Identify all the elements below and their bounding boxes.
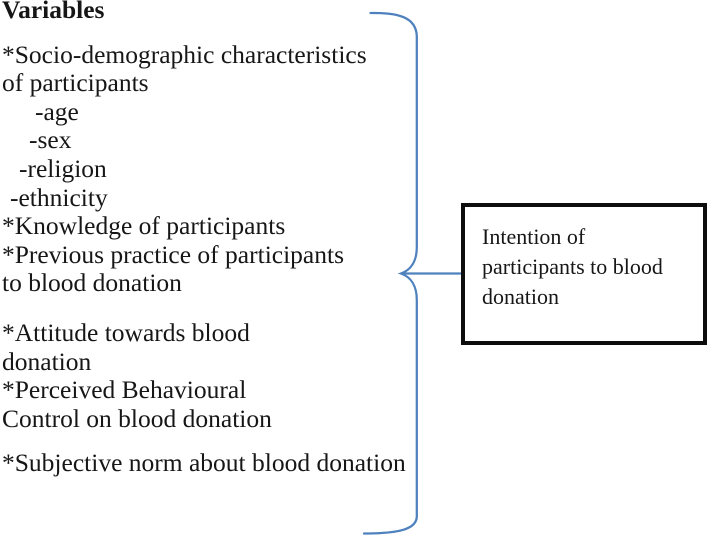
variable-line: *Socio-demographic characteristics	[2, 39, 367, 69]
variable-line: *Attitude towards blood	[2, 317, 250, 347]
variables-group-attitude: *Attitude towards blood donation *Percei…	[2, 317, 448, 433]
outcome-box: Intention of participants to blood donat…	[461, 203, 707, 345]
variable-line: donation	[2, 346, 92, 376]
outcome-box-text: Intention of participants to blood donat…	[482, 224, 663, 309]
variables-panel: Variables *Socio-demographic characteris…	[2, 0, 448, 478]
variable-line: *Perceived Behavioural	[2, 375, 247, 405]
variable-line-sex: -sex	[29, 125, 72, 155]
figure-title: Variables	[2, 0, 105, 24]
variable-line: of participants	[2, 68, 149, 98]
variables-group-demographics: *Socio-demographic characteristics of pa…	[2, 39, 448, 298]
variable-line-religion: -religion	[19, 153, 107, 183]
variable-line-age: -age	[35, 96, 79, 126]
variable-line: to blood donation	[2, 268, 182, 298]
variable-line: *Subjective norm about blood donation	[2, 448, 406, 478]
variable-line-ethnicity: -ethnicity	[10, 182, 108, 212]
variables-group-subjective-norm: *Subjective norm about blood donation	[2, 449, 448, 478]
variable-line: *Knowledge of participants	[2, 211, 286, 241]
variable-line: *Previous practice of participants	[2, 239, 345, 269]
variable-line: Control on blood donation	[2, 403, 272, 433]
